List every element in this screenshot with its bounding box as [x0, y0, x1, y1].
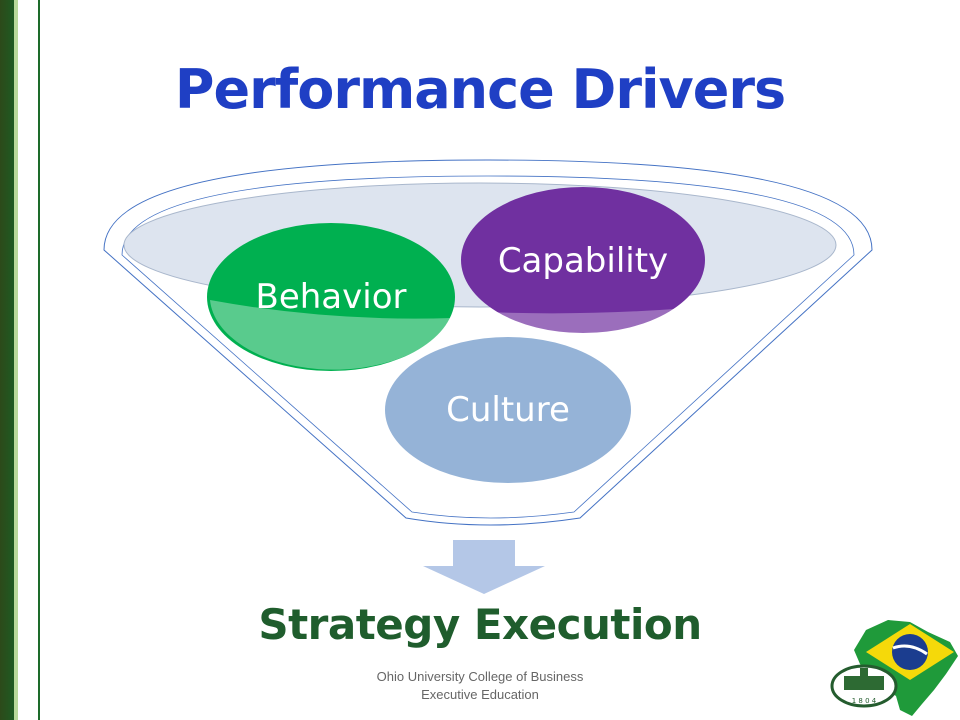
flag-globe	[892, 634, 928, 670]
result-label: Strategy Execution	[258, 600, 702, 649]
left-accent-line	[38, 0, 40, 720]
behavior-lower-overlay	[210, 300, 452, 370]
flag-band	[892, 644, 928, 656]
footer-line-2: Executive Education	[421, 687, 539, 702]
behavior-ellipse	[207, 223, 455, 371]
culture-label: Culture	[446, 390, 570, 430]
funnel-inner-outline	[121, 175, 855, 519]
footer: Ohio University College of Business Exec…	[340, 668, 620, 704]
culture-ellipse	[385, 337, 631, 483]
slide-title: Performance Drivers	[174, 58, 786, 121]
brazil-flag-map-icon: 1 8 0 4	[830, 620, 958, 716]
seal-building	[844, 676, 884, 690]
down-arrow	[423, 540, 545, 594]
left-accent-bar	[0, 0, 14, 720]
left-accent-stripe	[14, 0, 40, 720]
footer-line-1: Ohio University College of Business	[376, 669, 584, 684]
seal-year: 1 8 0 4	[852, 697, 877, 705]
seal-tower	[860, 668, 868, 678]
capability-lower-overlay	[485, 308, 688, 343]
capability-ellipse	[461, 187, 705, 333]
capability-label: Capability	[498, 241, 668, 281]
behavior-label: Behavior	[256, 277, 407, 317]
